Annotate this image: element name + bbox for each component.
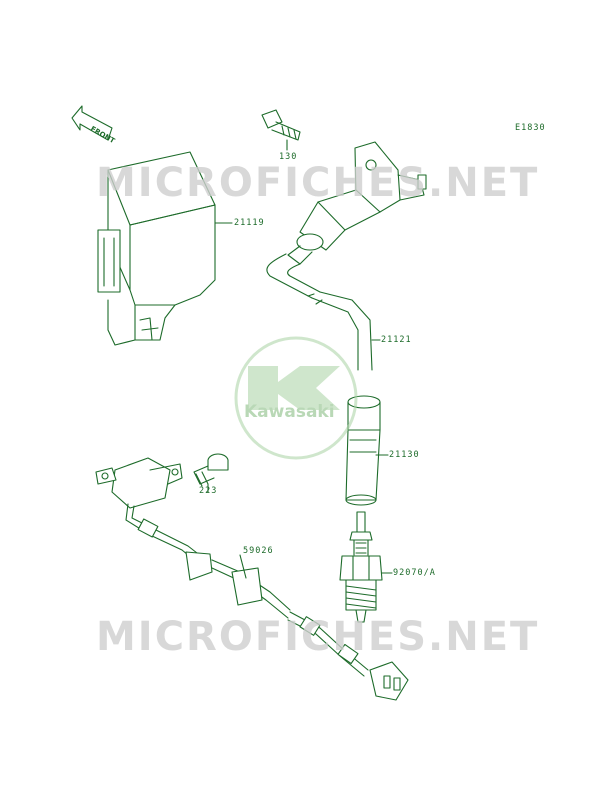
part-label-21130[interactable]: 21130 xyxy=(389,450,420,460)
front-arrow-icon xyxy=(71,105,113,141)
ignition-coil[interactable] xyxy=(266,141,427,371)
part-label-130[interactable]: 130 xyxy=(279,152,298,162)
kawasaki-logo xyxy=(234,336,358,460)
wiring-harness-59026[interactable] xyxy=(95,457,409,701)
bolt-130[interactable] xyxy=(261,109,301,151)
logo-text: Kawasaki xyxy=(244,402,335,422)
part-label-92070-a[interactable]: 92070/A xyxy=(393,568,436,578)
spark-plug-92070[interactable] xyxy=(339,511,393,623)
part-label-21119[interactable]: 21119 xyxy=(234,218,265,228)
part-label-223[interactable]: 223 xyxy=(199,486,218,496)
part-label-59026[interactable]: 59026 xyxy=(243,546,274,556)
diagram-code: E1830 xyxy=(515,123,546,133)
watermark-bottom: MICROFICHES.NET xyxy=(96,614,540,660)
watermark-top: MICROFICHES.NET xyxy=(96,160,540,206)
ecu-unit[interactable] xyxy=(97,151,233,346)
part-label-21121[interactable]: 21121 xyxy=(381,335,412,345)
screw-223[interactable] xyxy=(193,453,229,493)
plug-cap-21130[interactable] xyxy=(345,395,389,506)
